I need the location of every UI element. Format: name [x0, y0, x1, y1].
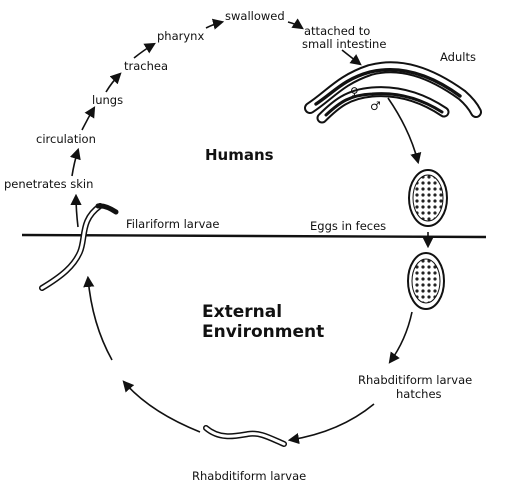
- environment-arrows: [83, 275, 413, 445]
- arrow-to-trachea: [105, 72, 122, 93]
- rhabditiform-larva: [203, 425, 287, 447]
- arrow-larvae-to-environment: [122, 380, 201, 433]
- arrow-to-swallowed: [205, 18, 225, 30]
- arrow-to-penetrates-skin: [70, 193, 82, 228]
- label-rhabditiform-hatches-line1: Rhabditiform larvae: [358, 373, 472, 387]
- arrow-to-attached: [287, 18, 304, 30]
- label-filariform: Filariform larvae: [126, 217, 220, 231]
- environment-boundary-line: [21, 233, 487, 239]
- egg-in-feces: [407, 252, 445, 310]
- arrow-to-adults: [341, 49, 362, 66]
- label-lungs: lungs: [92, 93, 123, 107]
- arrow-to-lungs: [81, 106, 96, 131]
- arrow-egg-to-hatch: [388, 311, 413, 364]
- adult-worms: ♀ ♂: [304, 61, 482, 124]
- arrow-to-circulation: [70, 147, 81, 177]
- label-attached-line1: attached to: [304, 24, 370, 38]
- migration-arrows: [70, 18, 434, 249]
- label-trachea: trachea: [124, 59, 168, 73]
- arrow-hatch-to-larvae: [287, 403, 375, 445]
- label-swallowed: swallowed: [225, 9, 285, 23]
- zone-environment: Environment: [202, 322, 324, 342]
- label-rhabditiform-hatches-line2: hatches: [396, 387, 442, 401]
- arrow-to-eggs: [387, 97, 422, 165]
- label-pharynx: pharynx: [157, 29, 204, 43]
- egg-in-host: [408, 169, 448, 227]
- label-circulation: circulation: [36, 132, 96, 146]
- female-symbol: ♀: [350, 85, 359, 99]
- arrow-to-filariform: [83, 275, 113, 361]
- label-adults: Adults: [440, 50, 476, 64]
- zone-humans: Humans: [205, 146, 274, 164]
- label-penetrates-skin: penetrates skin: [4, 177, 93, 191]
- label-rhabditiform: Rhabditiform larvae: [192, 469, 306, 483]
- label-attached-line2: small intestine: [302, 37, 386, 51]
- male-symbol: ♂: [370, 99, 381, 113]
- zone-external: External: [202, 302, 282, 322]
- label-eggs-in-feces: Eggs in feces: [310, 219, 386, 233]
- filariform-larva: [39, 203, 119, 291]
- arrow-to-pharynx: [133, 42, 156, 59]
